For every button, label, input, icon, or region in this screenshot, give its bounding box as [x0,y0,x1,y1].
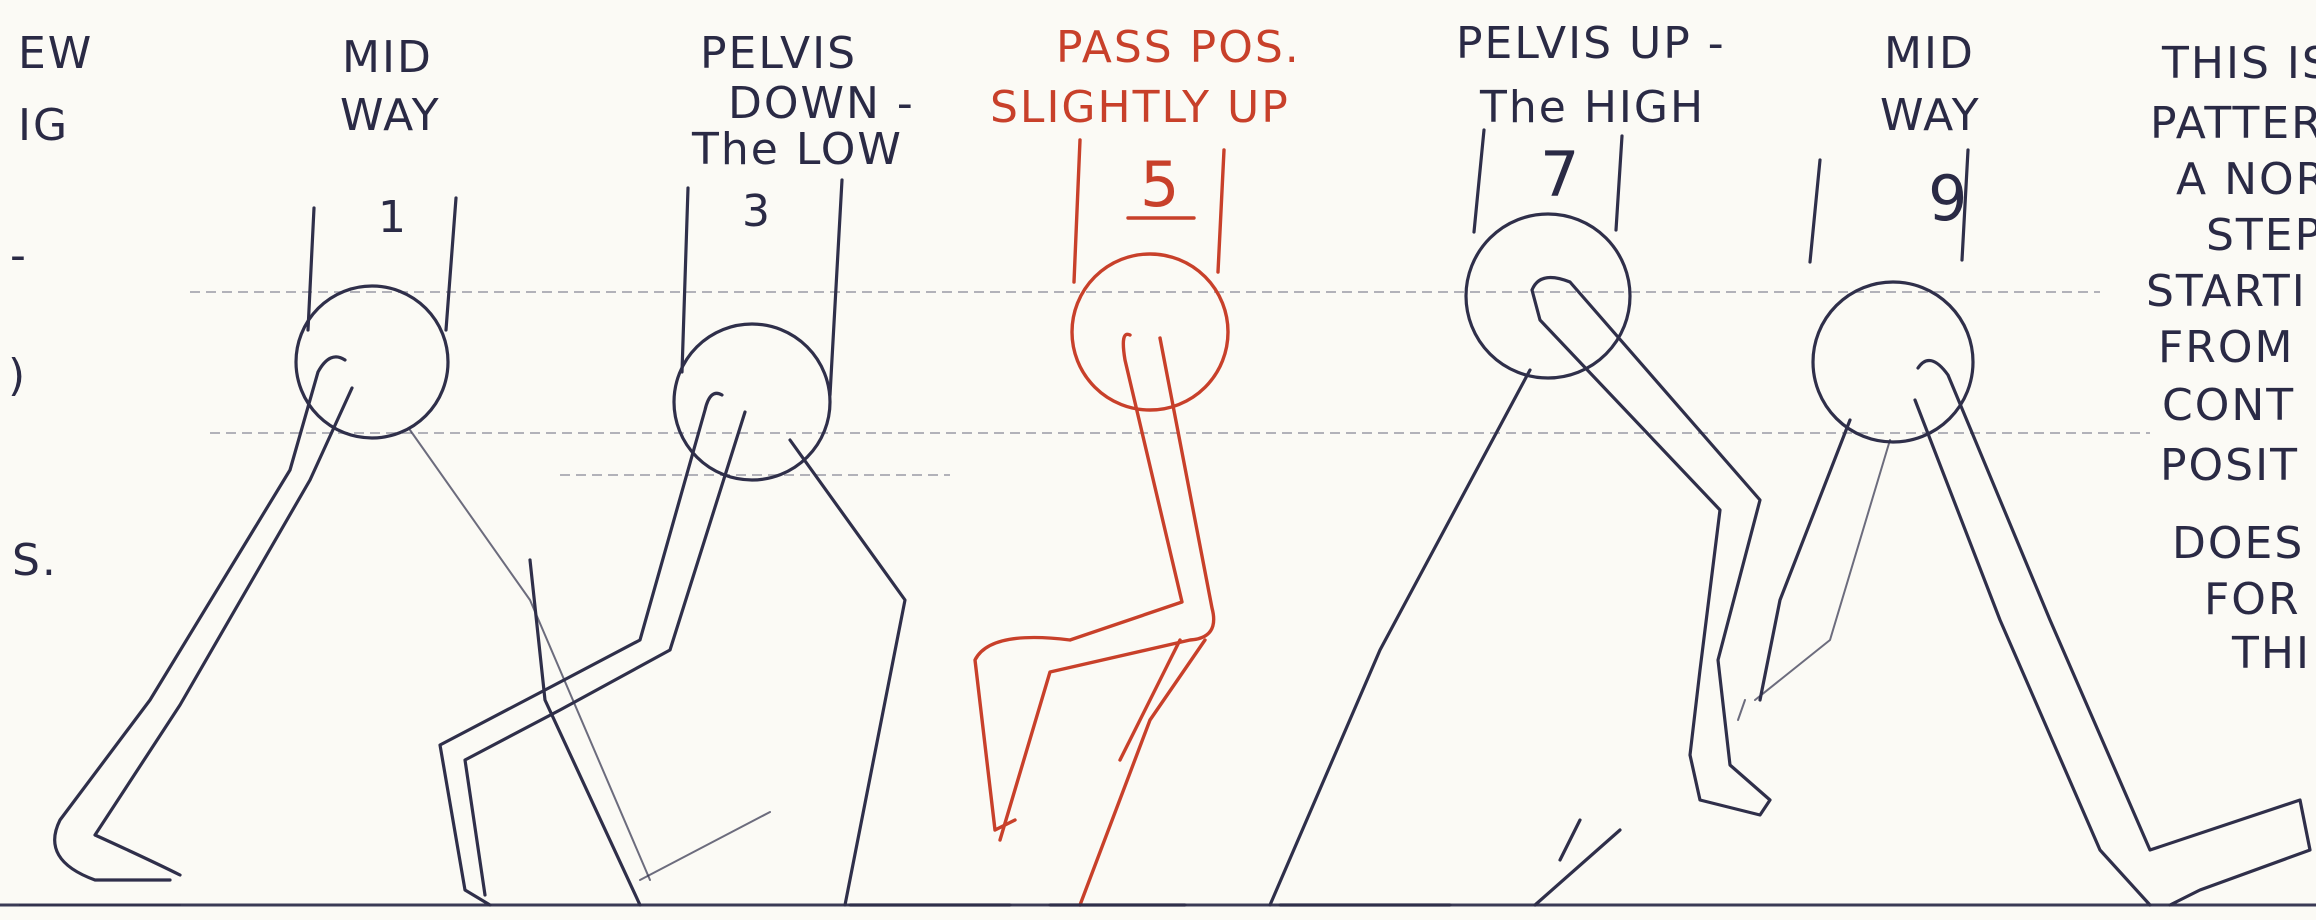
frame-1-figure [20,198,650,905]
frame-7-caption-line-1: PELVIS UP - [1456,18,1726,69]
frame-3-caption-line-1: PELVIS [700,28,857,79]
margin-fragment-1: EW [18,28,93,79]
margin-fragment-3: - [10,230,28,281]
frame-9-caption-line-1: MID [1884,28,1975,79]
left-margin-notes: EW IG - ) S. [8,28,93,586]
side-note: THIS IS PATTER A NOR STEP STARTI FROM CO… [2146,38,2316,679]
side-note-line-9: DOES [2172,518,2304,569]
side-note-line-3: A NOR [2176,154,2316,205]
frame-5: PASS POS. SLIGHTLY UP 5 [975,22,1301,905]
frame-7-caption-line-2: The HIGH [1479,82,1705,133]
side-note-line-8: POSIT [2160,440,2299,491]
side-note-line-11: THI [2231,628,2311,679]
frame-9-caption-line-2: WAY [1880,90,1981,141]
frame-5-caption-line-2: SLIGHTLY UP [990,82,1290,133]
side-note-line-10: FOR [2204,574,2301,625]
frame-3: PELVIS DOWN - The LOW 3 [440,28,1010,905]
frame-5-caption-line-1: PASS POS. [1056,22,1301,73]
frame-1-number: 1 [378,192,408,243]
frame-3-figure [440,180,1010,905]
margin-fragment-2: IG [18,100,69,151]
frame-3-caption-line-3: The LOW [691,124,903,175]
frame-1-caption-line-2: WAY [340,90,441,141]
side-note-line-2: PATTER [2150,98,2316,149]
margin-fragment-4: ) [8,350,27,401]
side-note-line-4: STEP [2206,210,2316,261]
frame-1: MID WAY 1 [20,32,650,905]
frame-7: PELVIS UP - The HIGH 7 [1270,18,1770,905]
side-note-line-7: CONT [2162,380,2295,431]
frame-7-figure [1270,130,1770,905]
frame-5-figure [975,140,1228,905]
side-note-line-5: STARTI [2146,266,2307,317]
side-note-line-1: THIS IS [2161,38,2316,89]
side-note-line-6: FROM [2158,322,2294,373]
margin-fragment-5: S. [12,535,58,586]
frame-5-number: 5 [1140,148,1181,221]
frame-3-number: 3 [742,186,772,237]
frame-7-number: 7 [1540,138,1581,211]
frame-1-caption-line-1: MID [342,32,433,83]
frame-3-caption-line-2: DOWN - [728,78,915,129]
